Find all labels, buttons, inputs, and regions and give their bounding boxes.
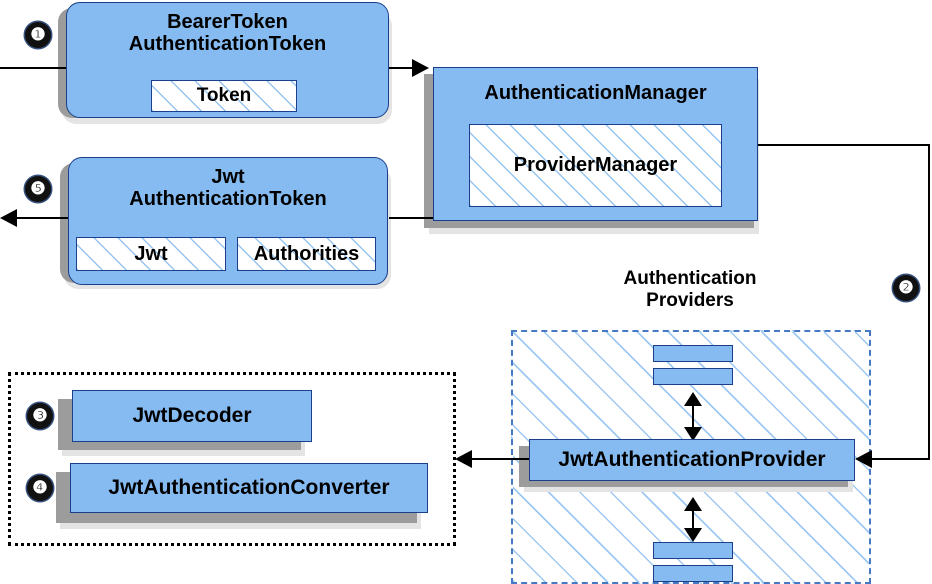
provider-link-top-arrow-down <box>684 427 702 441</box>
step-marker-3: ❸ <box>27 403 53 429</box>
inbound-request-line <box>0 67 70 69</box>
provider-link-bottom-arrow-down <box>684 528 702 542</box>
step-marker-5: ❺ <box>25 176 51 202</box>
outbound-response-arrowhead <box>0 209 17 227</box>
provider-link-top-arrow-up <box>684 392 702 406</box>
node-jwt-authentication-provider[interactable]: JwtAuthenticationProvider <box>529 439 855 481</box>
provider-to-decoder-line <box>470 458 529 460</box>
step-marker-1: ❶ <box>25 22 51 48</box>
provider-link-top-line <box>692 398 694 430</box>
bearer-token-inner-token: Token <box>151 80 297 112</box>
provider-to-decoder-arrowhead <box>455 450 472 468</box>
manager-to-provider-arrowhead <box>855 450 872 468</box>
step-marker-4: ❹ <box>27 475 53 501</box>
authentication-manager-inner-provider-manager: ProviderManager <box>469 124 722 207</box>
provider-stub-bar-top-2 <box>653 368 733 385</box>
authentication-providers-caption: Authentication Providers <box>560 268 820 312</box>
manager-to-provider-line-bottom <box>870 458 930 460</box>
bearer-to-manager-arrowhead <box>412 59 429 77</box>
jwt-token-title-line1: Jwt <box>211 166 245 188</box>
bearer-token-title-line1: BearerToken <box>167 11 288 33</box>
jwt-support-components-container <box>8 372 456 546</box>
bearer-to-manager-line <box>389 67 419 69</box>
outbound-response-line <box>10 217 70 219</box>
provider-link-bottom-line <box>692 503 694 531</box>
bearer-token-title-line2: AuthenticationToken <box>128 33 327 56</box>
jwt-token-inner-jwt: Jwt <box>76 237 226 271</box>
jwt-token-title-line2: AuthenticationToken <box>129 188 327 211</box>
manager-to-provider-line-top <box>757 144 930 146</box>
provider-link-bottom-arrow-up <box>684 497 702 511</box>
node-jwt-authentication-converter[interactable]: JwtAuthenticationConverter <box>70 463 428 513</box>
node-jwt-decoder[interactable]: JwtDecoder <box>72 390 312 442</box>
authentication-providers-caption-line1: Authentication <box>623 268 757 289</box>
manager-to-provider-line-right <box>928 144 930 460</box>
provider-stub-bar-bottom-2 <box>653 565 733 582</box>
manager-to-jwt-token-line <box>389 217 435 219</box>
provider-stub-bar-bottom-1 <box>653 542 733 559</box>
authentication-providers-caption-line2: Providers <box>646 289 734 311</box>
authentication-manager-title: AuthenticationManager <box>484 82 707 104</box>
step-marker-2: ❷ <box>893 275 919 301</box>
jwt-token-inner-authorities: Authorities <box>237 237 376 271</box>
provider-stub-bar-top-1 <box>653 345 733 362</box>
